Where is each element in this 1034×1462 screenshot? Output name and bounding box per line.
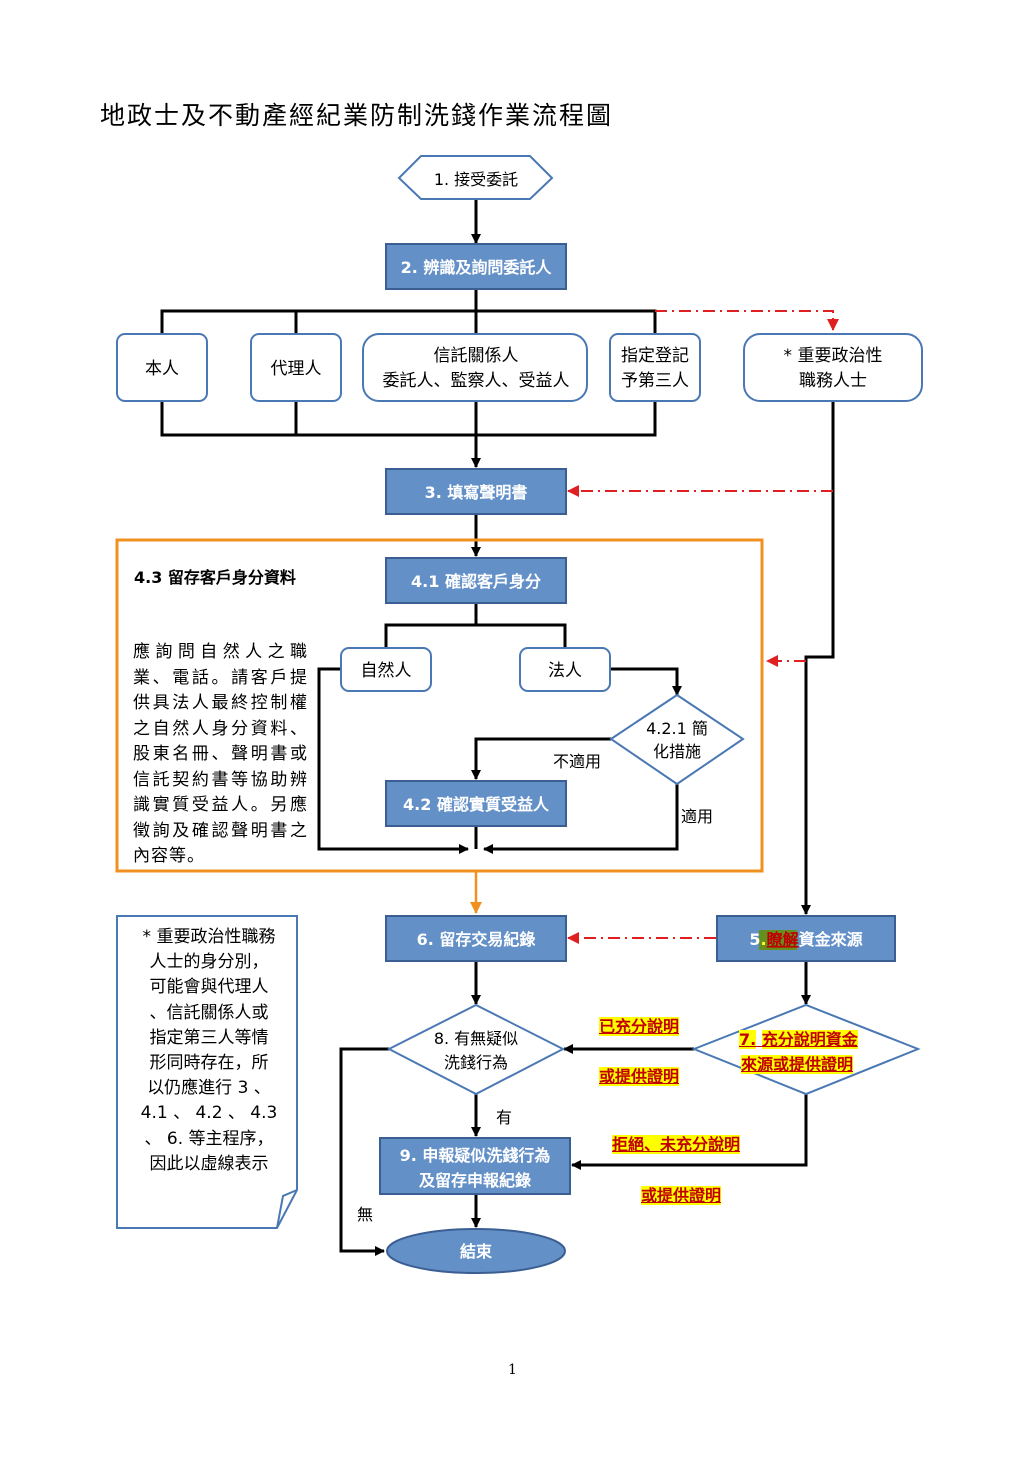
pep-note-line: 人士的身分別，	[149, 952, 269, 973]
node-4-1-label: 4.1 確認客戶身分	[411, 572, 541, 591]
node-legal-box	[519, 647, 611, 692]
edge-label-refused-2: 或提供證明	[641, 1186, 722, 1205]
node-9-label-1: 9. 申報疑似洗錢行為	[400, 1146, 551, 1165]
node-end-ellipse	[386, 1228, 566, 1274]
node-7-text-2: 來源或提供證明	[741, 1055, 854, 1074]
node-8-label-2: 洗錢行為	[444, 1053, 508, 1072]
node-third-party-label-2: 予第三人	[621, 371, 689, 391]
node-7-diamond	[691, 1003, 921, 1096]
dashed-connectors	[567, 310, 839, 944]
node-7-num: 7.	[739, 1030, 757, 1049]
pep-note-line: 、信託關係人或	[149, 1002, 269, 1023]
edge-7-9	[571, 1094, 808, 1170]
node-natural-label: 自然人	[361, 661, 412, 681]
node-pep-box	[743, 333, 923, 402]
edge-421-not-applicable	[471, 737, 611, 780]
node-trust-box	[362, 333, 588, 402]
node-trust-label-2: 委託人、監察人、受益人	[383, 371, 570, 391]
edge-label-refused-1: 拒絕、未充分說明	[612, 1135, 741, 1154]
pep-note-line: 、 6. 等主程序，	[144, 1128, 274, 1149]
pep-note-text: * 重要政治性職務 人士的身分別， 可能會與代理人 、信託關係人或 指定第三人等…	[129, 925, 289, 1177]
node-4-1-box	[385, 557, 567, 604]
edge-label-explained-2: 或提供證明	[599, 1067, 680, 1086]
pep-note-line: * 重要政治性職務	[142, 927, 276, 947]
node-7-label-1: 7. 充分說明資金	[739, 1030, 858, 1050]
edge-pep-5	[801, 402, 835, 915]
node-2-label: 2. 辨識及詢問委託人	[401, 258, 553, 277]
edge-natural-merge	[317, 667, 469, 854]
node-6-label: 6. 留存交易紀錄	[417, 930, 536, 949]
node-5-highlight-bg	[759, 930, 797, 950]
node-5-rest: 資金來源	[799, 930, 863, 949]
node-5-box	[716, 915, 896, 962]
pep-note-box	[116, 915, 298, 1229]
split-bus	[384, 623, 567, 648]
edge-2-pep-dashed	[655, 310, 839, 331]
node-agent-box	[250, 333, 342, 402]
node-pep-label-2: 職務人士	[799, 371, 867, 391]
node-7-text-1: 充分說明資金	[761, 1030, 858, 1049]
note-4-3-title: 4.3 留存客戶身分資料	[134, 568, 296, 587]
node-self-label: 本人	[145, 359, 179, 379]
label-yes: 有	[496, 1108, 512, 1127]
node-7-label-2: 來源或提供證明	[741, 1055, 854, 1075]
node-3-label: 3. 填寫聲明書	[425, 483, 528, 502]
node-third-party-label-1: 指定登記	[621, 346, 689, 366]
node-start-hexagon	[397, 155, 554, 200]
node-natural-box	[340, 647, 432, 692]
node-4-2-label: 4.2 確認實質受益人	[403, 795, 550, 814]
node-legal-label: 法人	[548, 661, 582, 681]
branch-top-bus	[160, 309, 657, 333]
node-pep-label-1: * 重要政治性	[784, 346, 883, 366]
pep-note-line: 以仍應進行 3 、	[147, 1078, 271, 1099]
label-applicable: 適用	[681, 807, 713, 826]
note-4-3-body: 應詢問自然人之職業、電話。請客戶提供具法人最終控制權之自然人身分資料、股東名冊、…	[133, 642, 308, 866]
node-trust-label-1: 信託關係人	[434, 346, 519, 366]
pep-note-line: 4.1 、 4.2 、 4.3	[140, 1103, 278, 1124]
node-2-box	[385, 243, 567, 290]
connectors	[160, 199, 835, 1256]
page-title: 地政士及不動產經紀業防制洗錢作業流程圖	[100, 101, 614, 130]
node-4-2-1-diamond	[609, 693, 745, 786]
pep-note-fold	[276, 1189, 298, 1229]
node-8-label-1: 8. 有無疑似	[434, 1029, 518, 1048]
label-not-applicable: 不適用	[553, 752, 601, 771]
edge-421-applicable	[483, 784, 679, 854]
page-number: 1	[508, 1362, 517, 1378]
node-3-box	[385, 468, 567, 515]
node-4-2-1-label-1: 4.2.1 簡	[646, 719, 708, 738]
pep-note-line: 指定第三人等情	[149, 1027, 269, 1048]
pep-note-line: 形同時存在，所	[149, 1053, 269, 1074]
node-self-box	[116, 333, 208, 402]
label-no: 無	[357, 1205, 373, 1224]
node-agent-label: 代理人	[271, 359, 322, 379]
edge-legal-421	[611, 667, 682, 696]
edge-label-explained-1: 已充分說明	[599, 1017, 680, 1036]
pep-note-line: 因此以虛線表示	[149, 1153, 269, 1174]
node-4-2-1-label-2: 化措施	[653, 742, 701, 761]
node-6-box	[385, 915, 567, 962]
node-end-label: 結束	[460, 1242, 493, 1261]
group-4-3-frame	[115, 538, 764, 873]
node-8-diamond	[386, 1003, 566, 1096]
node-third-party-box	[609, 333, 701, 402]
node-9-label-2: 及留存申報紀錄	[419, 1171, 531, 1190]
edge-8-end	[339, 1047, 389, 1256]
branch-bottom-bus	[160, 401, 657, 437]
node-4-2-box	[385, 780, 567, 827]
node-1-label: 1. 接受委託	[434, 170, 518, 189]
node-9-box	[379, 1137, 571, 1195]
pep-note-line: 可能會與代理人	[149, 977, 269, 998]
